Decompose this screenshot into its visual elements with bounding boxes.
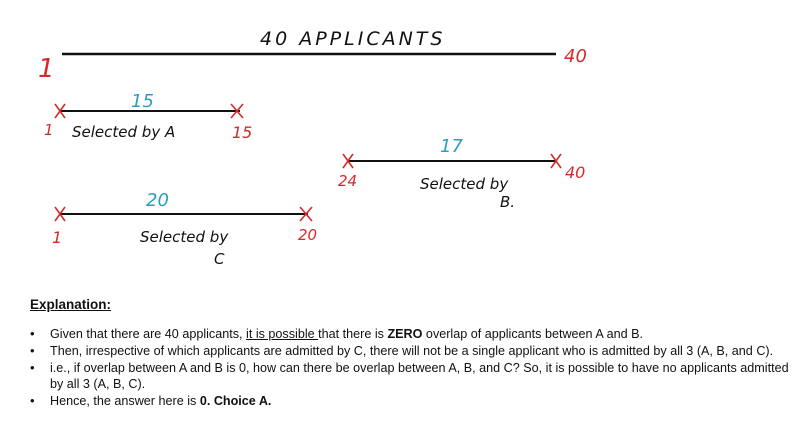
segment-a-start-mark — [54, 103, 66, 119]
bullet-text: ZERO — [387, 327, 423, 341]
bullet-text: 0. Choice A. — [199, 394, 272, 408]
segment-a: 15 1 15 Selected by A — [44, 91, 252, 142]
segment-c-label-line2: C — [214, 250, 225, 268]
segment-b-label-line2: B. — [500, 193, 515, 211]
segment-b: 17 24 40 Selected by B. — [338, 136, 585, 211]
bullet-text: that there is — [318, 327, 388, 341]
bullet-text: Hence, the answer here is — [50, 394, 200, 408]
segment-c-start-label: 1 — [52, 228, 62, 247]
explanation-section: Explanation: Given that there are 40 app… — [30, 297, 805, 410]
segment-a-end-label: 15 — [232, 123, 252, 142]
explanation-bullet: Then, irrespective of which applicants a… — [30, 343, 805, 359]
segment-c-end-mark — [299, 206, 313, 222]
segment-a-label: Selected by A — [72, 123, 175, 141]
segment-b-end-mark — [550, 153, 562, 169]
explanation-bullet: i.e., if overlap between A and B is 0, h… — [30, 360, 805, 392]
bullet-text: overlap of applicants between A and B. — [422, 327, 643, 341]
segment-a-count: 15 — [131, 91, 154, 112]
segment-b-end-label: 40 — [565, 163, 585, 182]
explanation-bullet: Hence, the answer here is 0. Choice A. — [30, 393, 805, 409]
explanation-bullet: Given that there are 40 applicants, it i… — [30, 326, 805, 342]
applicants-diagram: 40 APPLICANTS 1 40 15 1 15 Selected by A… — [38, 28, 587, 268]
segment-b-label-line1: Selected by — [420, 175, 509, 193]
segment-c-end-label: 20 — [298, 226, 317, 244]
explanation-bullets: Given that there are 40 applicants, it i… — [30, 326, 805, 409]
bullet-text: Then, irrespective of which applicants a… — [50, 344, 774, 358]
segment-c-count: 20 — [146, 190, 169, 211]
segment-a-start-label: 1 — [44, 121, 54, 139]
segment-c: 20 1 20 Selected by C — [52, 190, 317, 268]
segment-a-end-mark — [230, 103, 244, 119]
segment-b-start-mark — [342, 153, 354, 169]
main-line-start-label: 1 — [38, 54, 55, 84]
segment-c-start-mark — [54, 206, 66, 222]
segment-b-count: 17 — [440, 136, 463, 157]
main-line-end-label: 40 — [564, 46, 587, 67]
bullet-text: it is possible — [246, 327, 319, 341]
bullet-text: Given that there are 40 applicants, — [50, 327, 247, 341]
diagram-title: 40 APPLICANTS — [260, 28, 445, 50]
explanation-title: Explanation: — [30, 297, 112, 312]
segment-c-label-line1: Selected by — [140, 228, 229, 246]
segment-b-start-label: 24 — [338, 172, 357, 190]
bullet-text: i.e., if overlap between A and B is 0, h… — [50, 361, 789, 391]
